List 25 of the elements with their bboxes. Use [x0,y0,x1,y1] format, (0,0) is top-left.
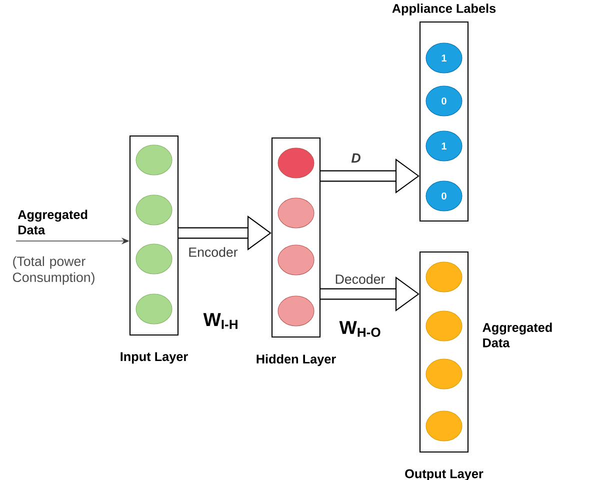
neuron-circle [136,144,172,176]
input-label: Aggregated Data [18,210,88,234]
neuron-circle [278,198,314,228]
neuron-circle [426,410,462,442]
neuron-circle [426,358,462,390]
output-label: Aggregated Data [482,322,552,348]
node-label: Hidden Layer [256,354,336,366]
layer-box: Hidden Layer [256,137,336,366]
weight-label: W$_{H-O}$ [339,321,380,337]
neuron-circle [136,194,172,226]
node-label: Appliance Labels [392,4,496,16]
neuron-circle [136,294,172,324]
edge-label: Decoder [333,272,387,286]
layer-box: Input Layer [120,135,188,364]
neuron-circle [136,244,172,274]
neuron-circle [426,262,462,292]
neuron-circle [278,296,314,326]
edge-label: D [350,152,362,164]
neuron-circle [278,148,314,178]
weight-label: W$_{I-H}$ [203,313,238,329]
node-label: Input Layer [120,352,188,364]
neuron-circle [426,310,462,342]
edge-label: Encoder [186,246,240,258]
neuron-circle [278,244,314,276]
note-text: (Total power Consumption) [12,256,94,285]
